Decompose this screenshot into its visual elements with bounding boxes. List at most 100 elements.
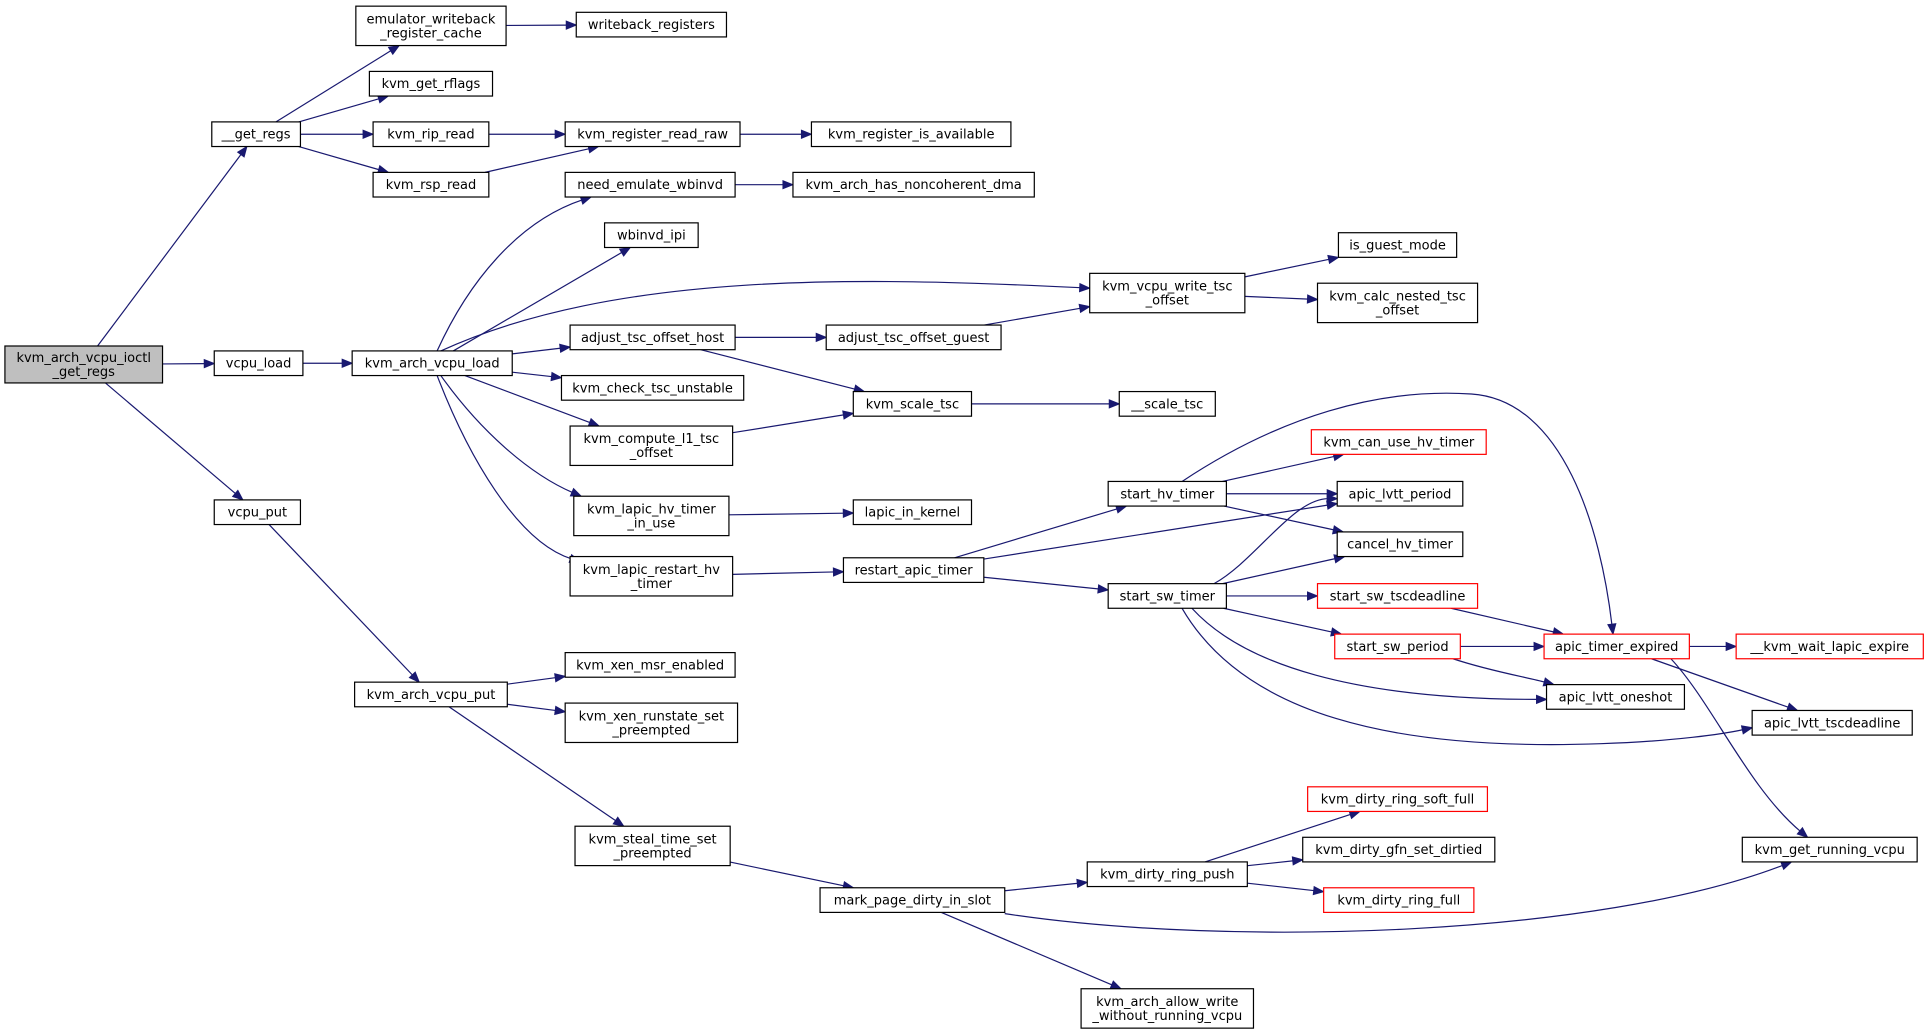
function-node-steal-time[interactable]: kvm_steal_time_set_preempted bbox=[574, 825, 731, 867]
function-node-start-sw-tscd[interactable]: start_sw_tscdeadline bbox=[1316, 583, 1479, 609]
node-label: lapic_in_kernel bbox=[865, 506, 960, 521]
function-node-start-hv[interactable]: start_hv_timer bbox=[1107, 480, 1227, 507]
call-edge bbox=[1181, 392, 1617, 636]
function-node-lapic-hv-inuse[interactable]: kvm_lapic_hv_timer_in_use bbox=[573, 495, 730, 537]
arrowhead bbox=[341, 358, 354, 368]
function-node-adj-guest[interactable]: adjust_tsc_offset_guest bbox=[825, 324, 1002, 351]
function-node-root[interactable]: kvm_arch_vcpu_ioctl_get_regs bbox=[4, 345, 164, 384]
node-box bbox=[1118, 390, 1216, 417]
function-node-lvtt-period[interactable]: apic_lvtt_period bbox=[1336, 480, 1464, 507]
node-label: kvm_arch_has_noncoherent_dma bbox=[805, 178, 1021, 193]
call-edge bbox=[1670, 658, 1809, 839]
node-label: emulator_writeback bbox=[366, 12, 495, 27]
arrowhead bbox=[408, 671, 421, 684]
function-node-vcpu-load[interactable]: vcpu_load bbox=[213, 350, 304, 377]
function-node-mark-dirty[interactable]: mark_page_dirty_in_slot bbox=[819, 887, 1006, 914]
function-node-get-rflags[interactable]: kvm_get_rflags bbox=[368, 70, 494, 97]
arrowhead bbox=[832, 567, 845, 577]
call-edge bbox=[298, 145, 390, 175]
node-box bbox=[351, 350, 513, 377]
function-node-gfn-dirtied[interactable]: kvm_dirty_gfn_set_dirtied bbox=[1302, 836, 1496, 863]
node-box bbox=[213, 350, 304, 377]
node-box bbox=[852, 499, 973, 526]
call-edge bbox=[735, 332, 828, 343]
function-node-restart-apic[interactable]: restart_apic_timer bbox=[842, 557, 985, 584]
node-label: kvm_arch_allow_write bbox=[1096, 995, 1238, 1010]
arrowhead bbox=[1078, 303, 1092, 314]
function-node-reg-avail[interactable]: kvm_register_is_available bbox=[810, 121, 1012, 148]
function-node-get-regs[interactable]: __get_regs bbox=[211, 121, 302, 148]
function-node-calc-nested[interactable]: kvm_calc_nested_tsc_offset bbox=[1316, 282, 1479, 324]
function-node-arch-load[interactable]: kvm_arch_vcpu_load bbox=[351, 350, 513, 377]
function-node-adj-host[interactable]: adjust_tsc_offset_host bbox=[569, 324, 736, 351]
function-node-scale-tsc[interactable]: kvm_scale_tsc bbox=[852, 390, 973, 417]
arrowhead bbox=[554, 673, 567, 683]
node-label: kvm_lapic_hv_timer bbox=[587, 502, 716, 517]
call-edge bbox=[1004, 878, 1089, 892]
node-label: adjust_tsc_offset_host bbox=[581, 331, 724, 346]
arrowhead bbox=[387, 44, 401, 56]
call-edge bbox=[1247, 856, 1305, 867]
node-label: start_sw_period bbox=[1346, 640, 1448, 655]
node-label: is_guest_mode bbox=[1349, 239, 1446, 254]
node-box bbox=[825, 324, 1002, 351]
function-node-wb-regs[interactable]: writeback_registers bbox=[575, 11, 728, 38]
function-node-write-tsc[interactable]: kvm_vcpu_write_tsc_offset bbox=[1089, 272, 1246, 314]
call-edge bbox=[1244, 254, 1340, 278]
function-node-lvtt-tscd[interactable]: apic_lvtt_tscdeadline bbox=[1751, 709, 1913, 736]
node-box bbox=[852, 390, 973, 417]
node-box bbox=[1334, 633, 1461, 660]
call-edge bbox=[506, 20, 578, 30]
node-box bbox=[1086, 861, 1248, 888]
call-edge bbox=[732, 567, 845, 577]
function-node-arch-put[interactable]: kvm_arch_vcpu_put bbox=[354, 681, 508, 708]
function-node-check-tsc[interactable]: kvm_check_tsc_unstable bbox=[560, 374, 745, 401]
arrowhead bbox=[1306, 294, 1319, 304]
node-box bbox=[1302, 836, 1496, 863]
node-label: kvm_compute_l1_tsc bbox=[584, 432, 720, 447]
node-box bbox=[1080, 988, 1255, 1029]
function-node-lvtt-oneshot[interactable]: apic_lvtt_oneshot bbox=[1545, 684, 1686, 710]
node-label: vcpu_load bbox=[226, 357, 292, 372]
call-edge bbox=[507, 703, 567, 716]
node-box bbox=[819, 887, 1006, 914]
call-edge bbox=[97, 145, 248, 347]
function-node-compute-l1[interactable]: kvm_compute_l1_tsc_offset bbox=[569, 425, 734, 467]
function-node-start-sw[interactable]: start_sw_timer bbox=[1107, 583, 1227, 609]
function-node-cancel-hv[interactable]: cancel_hv_timer bbox=[1336, 531, 1464, 558]
function-node-lapic-in-kernel[interactable]: lapic_in_kernel bbox=[852, 499, 973, 526]
function-node-timer-expired[interactable]: apic_timer_expired bbox=[1543, 633, 1690, 660]
node-label: kvm_check_tsc_unstable bbox=[572, 381, 733, 396]
function-node-wbinvd-ipi[interactable]: wbinvd_ipi bbox=[603, 222, 699, 249]
function-node-ring-full[interactable]: kvm_dirty_ring_full bbox=[1323, 887, 1475, 914]
node-label: __scale_tsc bbox=[1130, 397, 1203, 412]
function-node-need-wbinvd[interactable]: need_emulate_wbinvd bbox=[564, 171, 736, 198]
function-node-wait-lapic[interactable]: __kvm_wait_lapic_expire bbox=[1735, 633, 1924, 660]
arrowhead bbox=[1533, 641, 1546, 652]
node-box bbox=[575, 11, 728, 38]
function-node-lapic-restart[interactable]: kvm_lapic_restart_hv_timer bbox=[569, 555, 734, 597]
arrowhead bbox=[842, 508, 855, 518]
function-node-can-use-hv[interactable]: kvm_can_use_hv_timer bbox=[1310, 429, 1487, 455]
node-box bbox=[1741, 836, 1918, 863]
node-box bbox=[1089, 272, 1246, 314]
function-node-xen-runstate[interactable]: kvm_xen_runstate_set_preempted bbox=[564, 702, 739, 744]
function-node-ring-push[interactable]: kvm_dirty_ring_push bbox=[1086, 861, 1248, 888]
function-node-xen-msr[interactable]: kvm_xen_msr_enabled bbox=[564, 651, 736, 678]
arrowhead bbox=[1108, 399, 1121, 409]
node-label: need_emulate_wbinvd bbox=[577, 178, 723, 193]
function-node-allow-write[interactable]: kvm_arch_allow_write_without_running_vcp… bbox=[1080, 988, 1255, 1029]
function-node-noncoh[interactable]: kvm_arch_has_noncoherent_dma bbox=[792, 171, 1035, 198]
function-node-start-sw-period[interactable]: start_sw_period bbox=[1334, 633, 1461, 660]
function-node-ring-soft[interactable]: kvm_dirty_ring_soft_full bbox=[1307, 786, 1489, 813]
function-node-running-vcpu[interactable]: kvm_get_running_vcpu bbox=[1741, 836, 1918, 863]
function-node-reg-read-raw[interactable]: kvm_register_read_raw bbox=[564, 121, 741, 148]
call-edge bbox=[971, 399, 1121, 409]
function-node-vcpu-put[interactable]: vcpu_put bbox=[213, 499, 302, 526]
node-box bbox=[573, 495, 730, 537]
function-node-rip-read[interactable]: kvm_rip_read bbox=[372, 121, 490, 148]
function-node-emul-wb[interactable]: emulator_writeback_register_cache bbox=[355, 5, 507, 47]
function-node--scale-tsc[interactable]: __scale_tsc bbox=[1118, 390, 1216, 417]
function-node-rsp-read[interactable]: kvm_rsp_read bbox=[372, 171, 490, 198]
function-node-is-guest[interactable]: is_guest_mode bbox=[1337, 232, 1458, 258]
